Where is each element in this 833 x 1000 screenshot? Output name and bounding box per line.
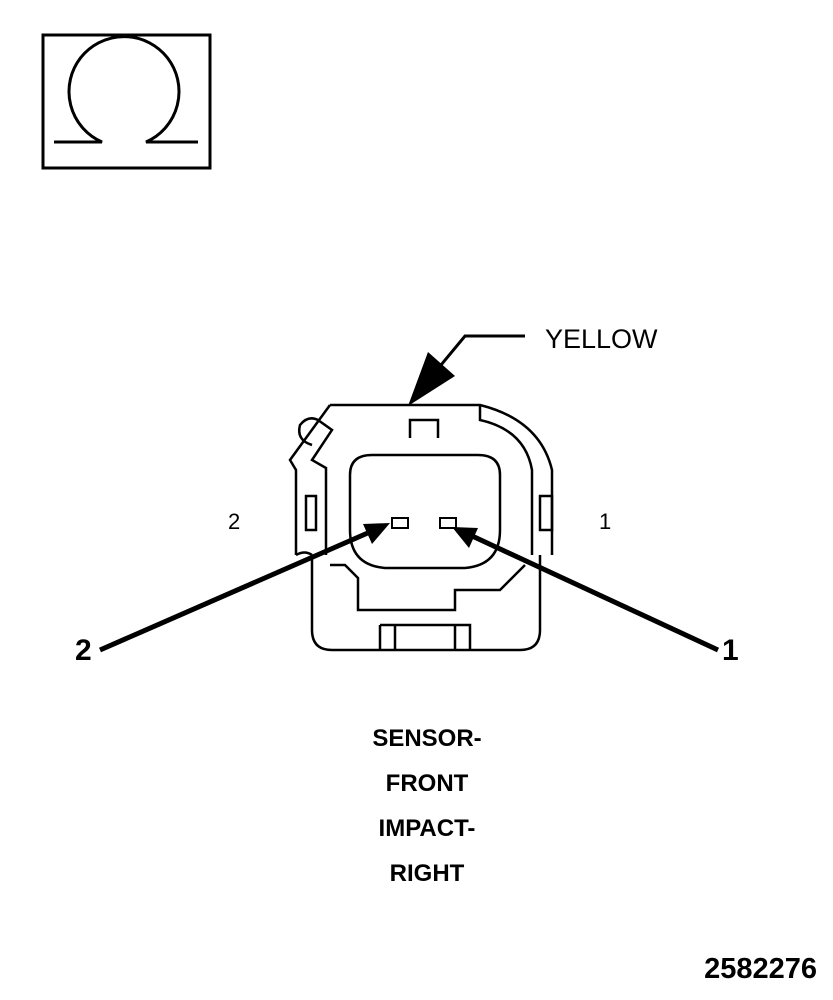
title-line: FRONT <box>385 770 469 797</box>
pin-callout-right: 1 <box>722 634 739 667</box>
cavity-number-right: 1 <box>599 509 612 534</box>
wire-color-leader <box>408 334 525 406</box>
terminal-pins <box>391 517 457 529</box>
title-line: RIGHT <box>389 860 465 887</box>
cavity-number-left: 2 <box>228 509 241 534</box>
cavity-1-leader <box>452 527 720 653</box>
component-title: SENSOR- FRONT IMPACT- RIGHT <box>316 716 538 896</box>
cavity-2-leader <box>98 523 390 653</box>
terminal-1 <box>439 517 457 529</box>
ohm-symbol-icon <box>41 33 212 170</box>
title-line: SENSOR- <box>372 725 482 752</box>
connector-housing <box>288 403 554 652</box>
terminal-2 <box>391 517 409 529</box>
pin-callout-left: 2 <box>75 634 92 667</box>
wire-color-label: YELLOW <box>545 324 658 354</box>
title-line: IMPACT- <box>378 815 476 842</box>
figure-id: 2582276 <box>704 953 817 985</box>
